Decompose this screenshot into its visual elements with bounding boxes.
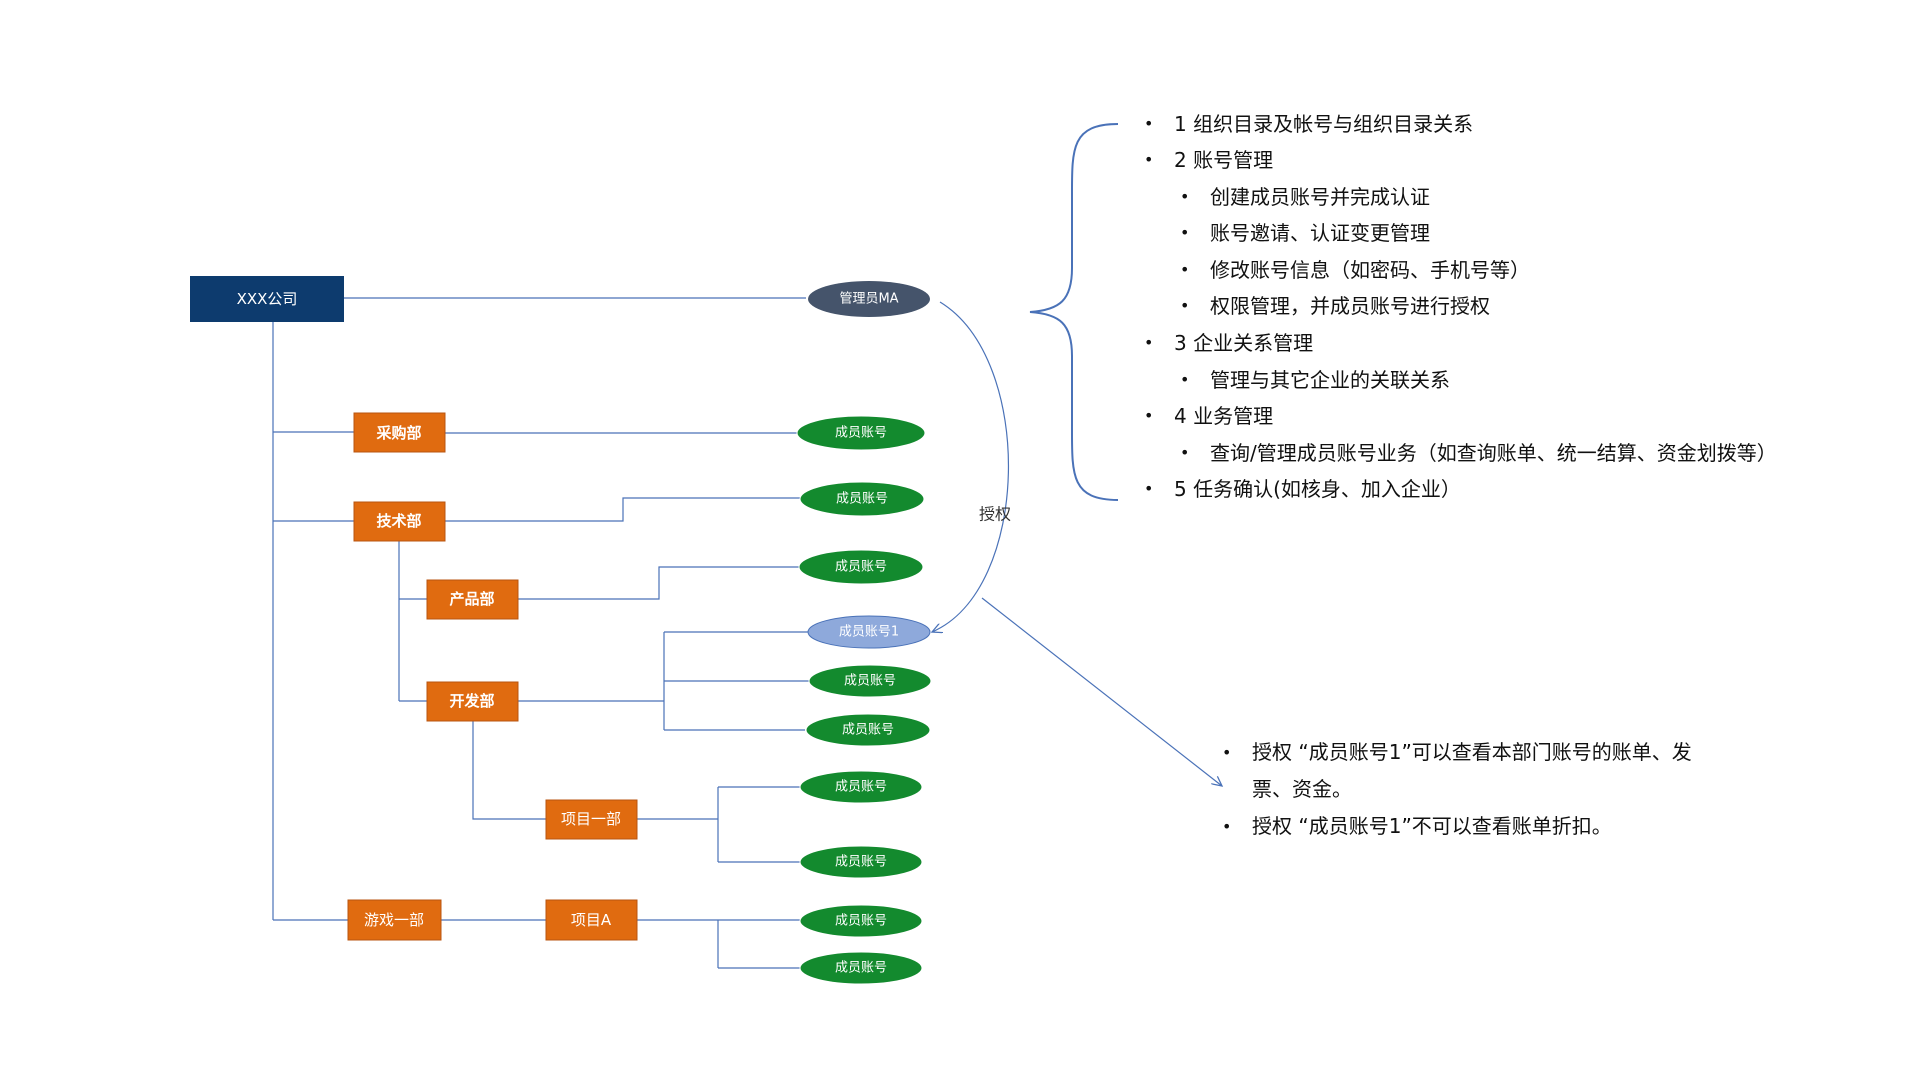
- department-chanpin: 产品部: [426, 579, 519, 620]
- list-item: 权限管理，并成员账号进行授权: [1210, 294, 1490, 318]
- member-label: 成员账号: [835, 855, 887, 870]
- list-bullet: •: [1144, 479, 1154, 498]
- department-youxi: 游戏一部: [347, 899, 442, 941]
- company-label: XXX公司: [237, 290, 298, 308]
- department-caigou: 采购部: [353, 412, 446, 453]
- list-item: 1 组织目录及帐号与组织目录关系: [1174, 112, 1474, 136]
- list-item: 账号邀请、认证变更管理: [1210, 221, 1430, 245]
- member-node: 成员账号: [799, 770, 923, 804]
- member-node: 成员账号: [799, 904, 923, 938]
- auth-note-text: 授权 “成员账号1”可以查看本部门账号的账单、发票、资金。: [1252, 740, 1692, 801]
- member-label: 成员账号: [835, 961, 887, 976]
- department-kaifa: 开发部: [426, 681, 519, 722]
- authorize-label: 授权: [979, 505, 1011, 524]
- department-xiangmu-a: 项目A: [545, 899, 638, 941]
- auth-notes: • 授权 “成员账号1”可以查看本部门账号的账单、发票、资金。 • 授权 “成员…: [1222, 734, 1722, 845]
- member-node: 成员账号: [798, 549, 924, 585]
- list-item: 修改账号信息（如密码、手机号等）: [1210, 258, 1530, 282]
- list-bullet: •: [1222, 743, 1232, 762]
- member1-label: 成员账号1: [839, 625, 899, 640]
- member-node-1: 成员账号1: [807, 615, 931, 649]
- list-bullet: •: [1180, 370, 1190, 389]
- department-jishu: 技术部: [353, 501, 446, 542]
- list-item: 5 任务确认(如核身、加入企业）: [1174, 477, 1461, 501]
- dept-label: 项目一部: [561, 810, 621, 828]
- auth-note-item: • 授权 “成员账号1”不可以查看账单折扣。: [1222, 808, 1722, 845]
- member-label: 成员账号: [835, 426, 887, 441]
- admin-label: 管理员MA: [839, 292, 898, 307]
- member-node: 成员账号: [808, 664, 932, 698]
- dept-label: 技术部: [376, 512, 421, 530]
- dept-label: 项目A: [571, 911, 612, 929]
- auth-note-item: • 授权 “成员账号1”可以查看本部门账号的账单、发票、资金。: [1222, 734, 1722, 808]
- list-bullet: •: [1180, 260, 1190, 279]
- admin-node: [808, 281, 930, 317]
- list-item: 4 业务管理: [1174, 404, 1274, 428]
- dept-label: 开发部: [449, 692, 494, 710]
- list-bullet: •: [1180, 296, 1190, 315]
- list-bullet: •: [1144, 114, 1154, 133]
- member-node: 成员账号: [799, 845, 923, 879]
- list-bullet: •: [1144, 150, 1154, 169]
- department-xiangmu-yi: 项目一部: [545, 799, 638, 840]
- list-item: 管理与其它企业的关联关系: [1210, 368, 1450, 392]
- company-box: [190, 276, 344, 322]
- member-node: 成员账号: [796, 415, 926, 451]
- list-bullet: •: [1222, 817, 1232, 836]
- dept-label: 游戏一部: [364, 911, 424, 929]
- member-label: 成员账号: [842, 723, 894, 738]
- list-item: 创建成员账号并完成认证: [1210, 185, 1430, 209]
- list-bullet: •: [1180, 443, 1190, 462]
- auth-notes-arrow: [981, 597, 1222, 786]
- list-bullet: •: [1144, 333, 1154, 352]
- list-item: 3 企业关系管理: [1174, 331, 1314, 355]
- dept-label: 采购部: [375, 424, 421, 442]
- member-label: 成员账号: [836, 492, 888, 507]
- list-bullet: •: [1144, 406, 1154, 425]
- member-node: 成员账号: [805, 713, 931, 747]
- list-bullet: •: [1180, 187, 1190, 206]
- member-node: 成员账号: [799, 951, 923, 985]
- member-label: 成员账号: [835, 914, 887, 929]
- list-item: 查询/管理成员账号业务（如查询账单、统一结算、资金划拨等）: [1210, 441, 1777, 465]
- list-item: 2 账号管理: [1174, 148, 1274, 172]
- list-bullet: •: [1180, 223, 1190, 242]
- member-node: 成员账号: [799, 481, 925, 517]
- authorize-curve: [932, 301, 1009, 632]
- dept-label: 产品部: [449, 590, 494, 608]
- brace: [1029, 123, 1119, 501]
- auth-note-text: 授权 “成员账号1”不可以查看账单折扣。: [1252, 814, 1612, 838]
- connector-lines: [272, 297, 811, 969]
- member-label: 成员账号: [844, 674, 896, 689]
- member-label: 成员账号: [835, 560, 887, 575]
- member-label: 成员账号: [835, 780, 887, 795]
